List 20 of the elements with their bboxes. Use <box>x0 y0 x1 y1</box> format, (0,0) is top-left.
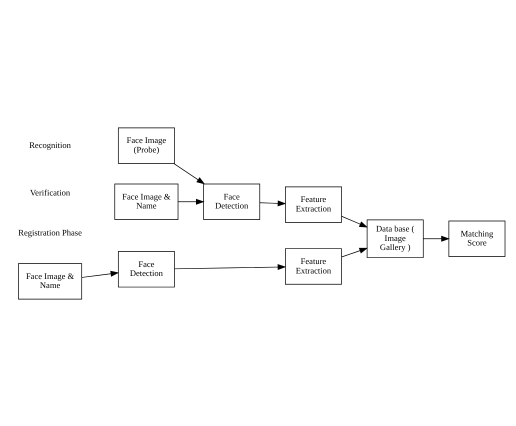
arrow <box>341 215 368 227</box>
node-box: Feature Extraction <box>285 248 342 284</box>
node-box: Face Detection <box>118 250 175 287</box>
node-box: Data base ( Image Gallery ) <box>366 219 424 258</box>
arrow <box>259 200 286 206</box>
label: Verification <box>30 186 70 197</box>
arrow <box>178 198 205 204</box>
node-box: Face Image & Name <box>114 183 178 220</box>
arrow <box>174 264 286 270</box>
node-box: Feature Extraction <box>285 186 342 222</box>
node-box: Face Image (Probe) <box>118 127 175 164</box>
node-box: Face Image & Name <box>18 262 82 299</box>
arrow <box>341 247 368 257</box>
label: Recognition <box>29 139 71 150</box>
arrow <box>82 270 120 278</box>
arrow <box>422 235 450 242</box>
arrow <box>174 162 206 184</box>
label: Registration Phase <box>18 226 82 237</box>
node-box: Face Detection <box>203 183 260 220</box>
node-box: Matching Score <box>448 220 506 256</box>
